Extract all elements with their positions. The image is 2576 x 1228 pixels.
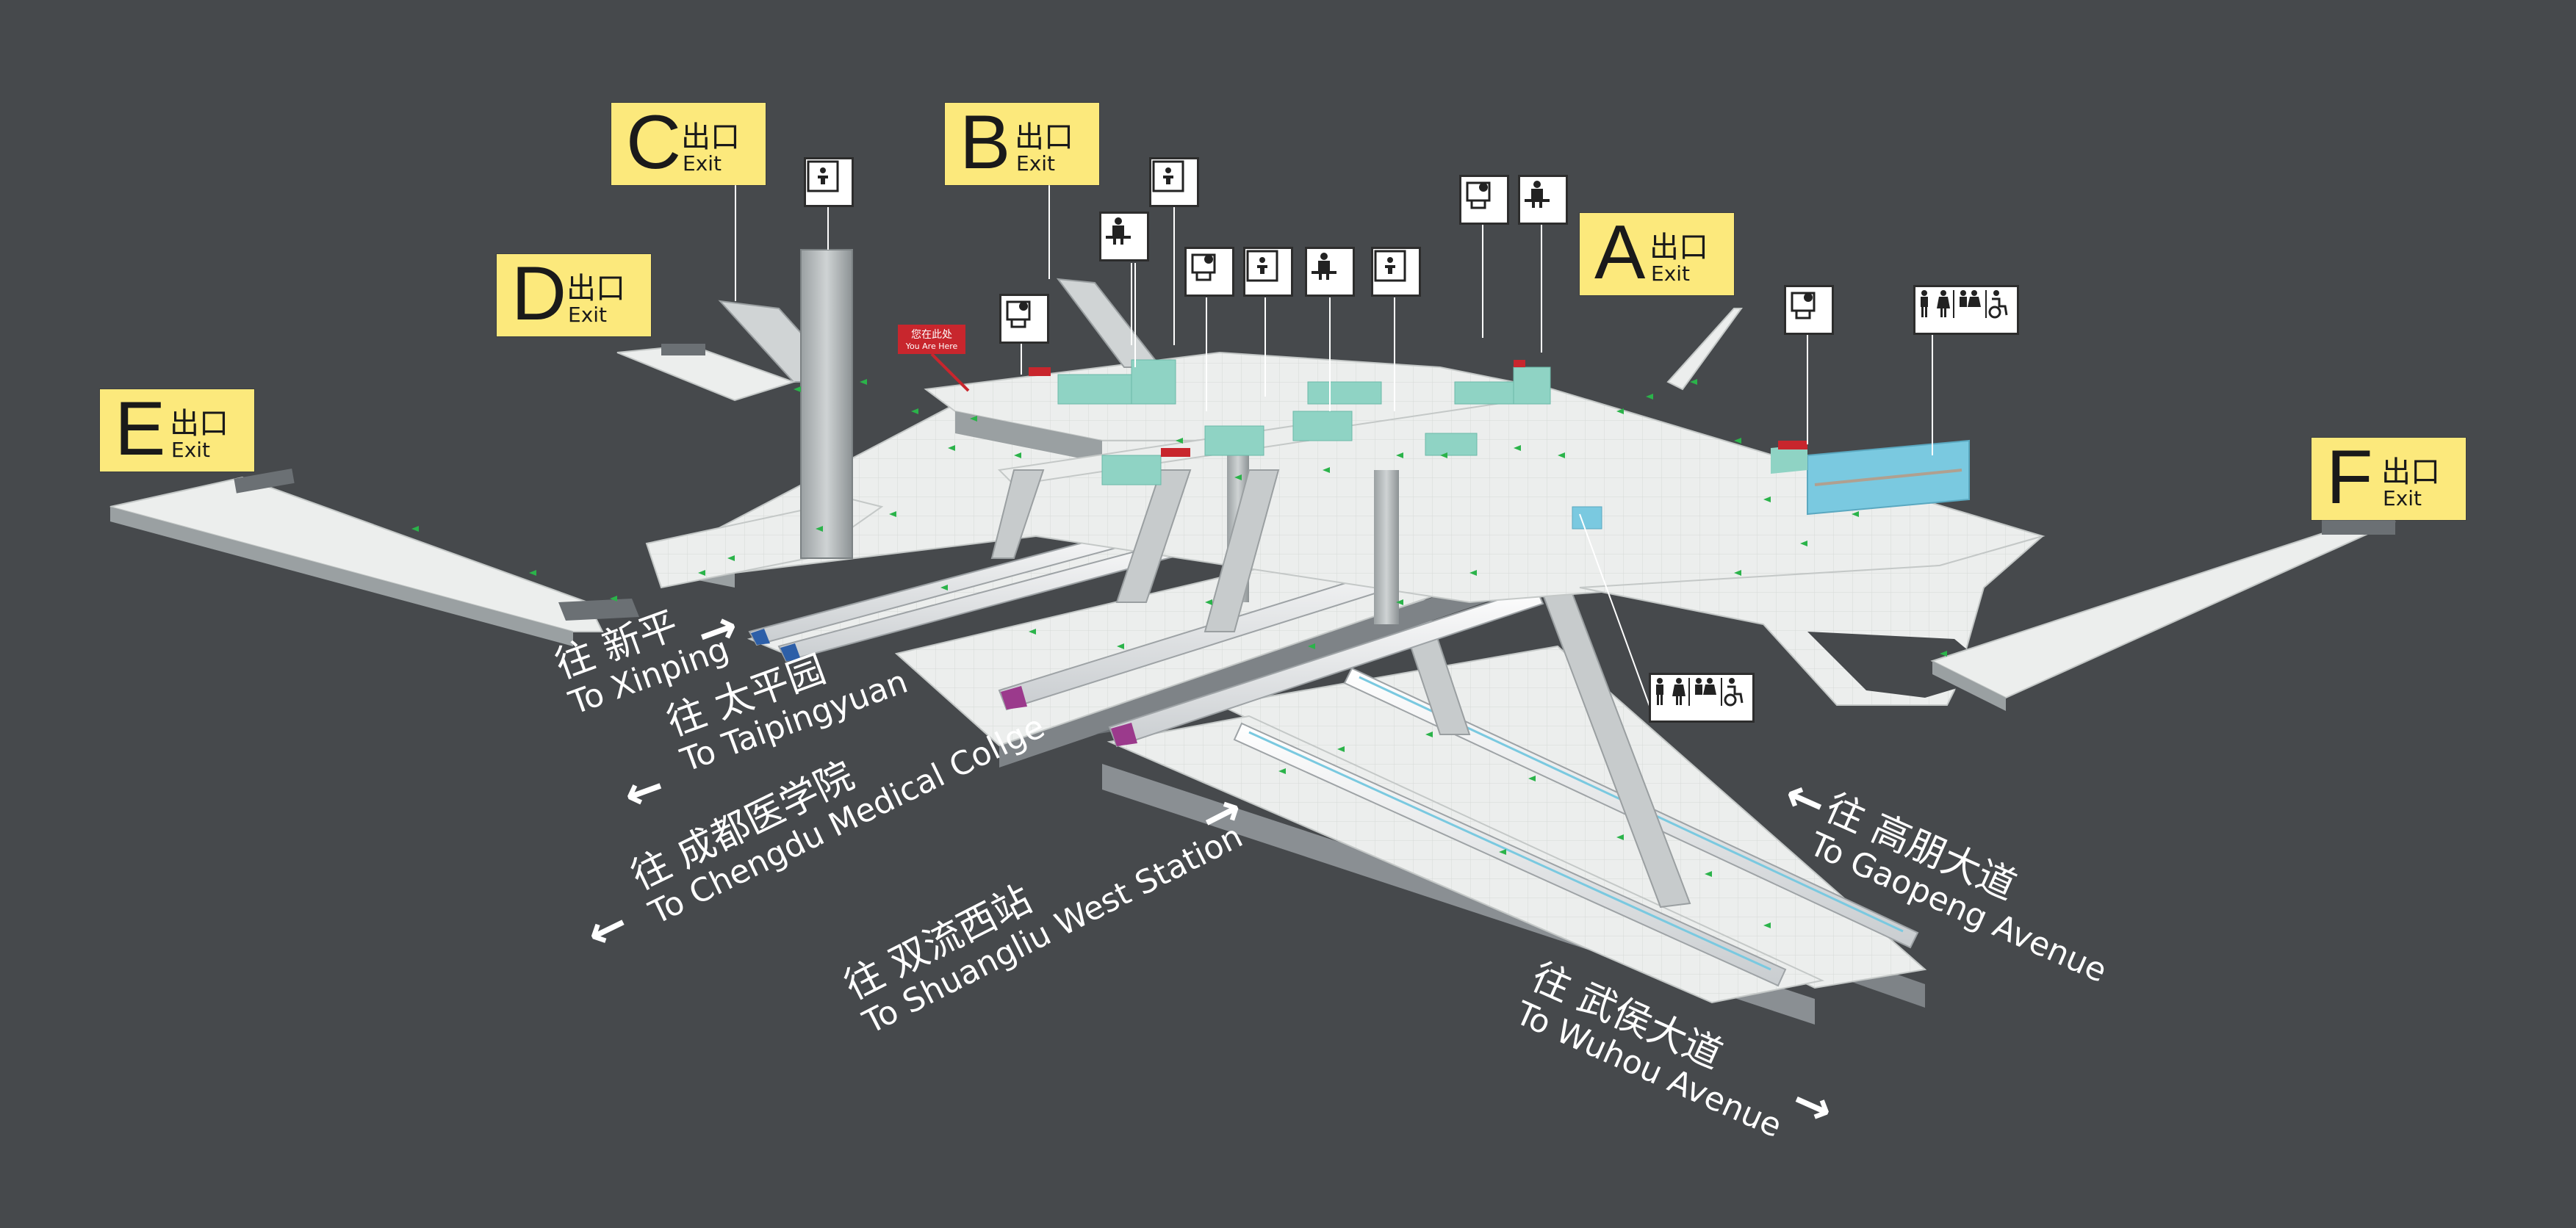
- service-center-icon: [1099, 212, 1149, 261]
- ticket-machine-icon: [1784, 285, 1834, 335]
- exit-e-sign: E 出口 Exit: [100, 388, 254, 472]
- elevator-icon: [1149, 157, 1199, 207]
- elevator-shaft: [800, 249, 853, 559]
- fare-gates: [1057, 359, 1602, 530]
- restroom-icon: [1913, 285, 2019, 335]
- restroom-icon: [1649, 673, 1755, 723]
- elevator-icon: [804, 157, 854, 207]
- exit-a-sign: A 出口 Exit: [1580, 212, 1734, 295]
- ticket-machine-icon: [1184, 247, 1234, 297]
- elevator-icon: [1243, 247, 1293, 297]
- flow-arrows: [411, 379, 1947, 928]
- exit-d-sign: D 出口 Exit: [497, 253, 651, 336]
- service-center-icon: [1518, 175, 1568, 225]
- exit-f-sign: F 出口 Exit: [2311, 436, 2466, 520]
- exit-b-sign: B 出口 Exit: [945, 101, 1099, 185]
- sign-posts: [735, 180, 1933, 717]
- exit-c-sign: C 出口 Exit: [611, 101, 766, 185]
- ticket-machines: [1029, 360, 1807, 457]
- train-purple-2: [1108, 586, 1544, 748]
- you-are-here-marker: 您在此处 You Are Here: [898, 325, 965, 354]
- lower-train-wuhou: [1233, 722, 1787, 987]
- ticket-machine-icon: [999, 294, 1049, 344]
- elevator-icon: [1371, 247, 1421, 297]
- ticket-machine-icon: [1459, 175, 1509, 225]
- service-center-icon: [1305, 247, 1355, 297]
